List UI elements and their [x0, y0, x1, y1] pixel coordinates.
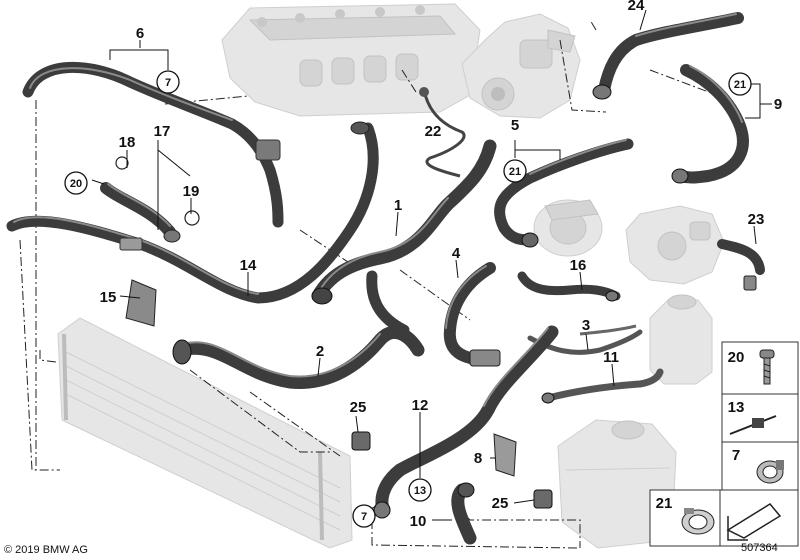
circled-label-20: 20 [70, 178, 82, 190]
plug-25-right [533, 489, 553, 509]
legend-label-21: 21 [656, 495, 673, 512]
label-4: 4 [452, 245, 461, 262]
engine-cylinder-head [221, 3, 481, 117]
hose-clamp-icon [756, 460, 784, 484]
label-10: 10 [410, 513, 427, 530]
legend-panel: 20 13 7 21 [649, 341, 799, 547]
circled-label-13: 13 [414, 485, 426, 497]
label-6: 6 [136, 25, 144, 42]
hose-2 [172, 270, 425, 389]
label-11: 11 [603, 349, 619, 366]
hose-5 [494, 138, 634, 248]
hose-9 [671, 64, 749, 184]
hose-12 [373, 325, 559, 519]
pointer-arrow-icon [726, 503, 782, 541]
bracket-15 [125, 279, 157, 327]
thermostat-housing [625, 205, 725, 285]
copyright-text: © 2019 BMW AG [4, 544, 88, 556]
hose-6 [22, 62, 284, 228]
radiator [57, 317, 353, 549]
bracket-8 [493, 433, 517, 477]
hose-16 [517, 271, 621, 302]
hose-17 [100, 156, 200, 243]
cable-tie-icon [729, 415, 777, 435]
label-5: 5 [511, 117, 519, 134]
label-9: 9 [774, 96, 782, 113]
label-15: 15 [100, 289, 117, 306]
hose-24 [592, 12, 744, 100]
label-25-right: 25 [492, 495, 509, 512]
expansion-tank-large [557, 419, 677, 549]
label-16: 16 [570, 257, 587, 274]
circled-labels: 7 21 20 21 13 7 [64, 70, 752, 528]
label-8: 8 [474, 450, 482, 467]
label-14: 14 [240, 257, 257, 274]
spring-clamp-icon [681, 508, 715, 535]
label-23: 23 [748, 211, 765, 228]
label-18: 18 [119, 134, 136, 151]
label-3: 3 [582, 317, 590, 334]
hose-10 [451, 482, 477, 545]
label-12: 12 [412, 397, 429, 414]
leader-lines [91, 9, 772, 521]
legend-label-13: 13 [728, 399, 745, 416]
circled-label-21-top: 21 [734, 79, 746, 91]
legend-label-7: 7 [732, 447, 740, 464]
hose-22 [419, 87, 466, 178]
circled-label-7-top: 7 [165, 77, 171, 89]
electric-water-pump [533, 199, 603, 257]
label-2: 2 [316, 343, 324, 360]
hose-1 [311, 139, 497, 305]
label-19: 19 [183, 183, 200, 200]
hose-14 [6, 121, 379, 304]
legend-label-20: 20 [728, 349, 745, 366]
hose-4 [443, 262, 501, 367]
label-17: 17 [154, 123, 171, 140]
hose-23 [717, 239, 765, 291]
part-labels: 6 18 17 19 14 15 1 2 22 5 24 9 23 4 16 3… [100, 0, 783, 530]
screw-icon [759, 349, 775, 385]
label-1: 1 [394, 197, 402, 214]
circled-label-21-mid: 21 [509, 166, 521, 178]
plug-25-left [351, 431, 371, 451]
label-22: 22 [425, 123, 442, 140]
label-24: 24 [628, 0, 645, 14]
expansion-tank-small [649, 294, 713, 385]
diagram-number: 507364 [741, 542, 778, 554]
water-pump-housing [461, 13, 581, 119]
hose-11 [541, 368, 664, 404]
circled-label-7-bottom: 7 [361, 511, 367, 523]
pipe-segment [579, 324, 637, 336]
label-25-left: 25 [350, 399, 367, 416]
